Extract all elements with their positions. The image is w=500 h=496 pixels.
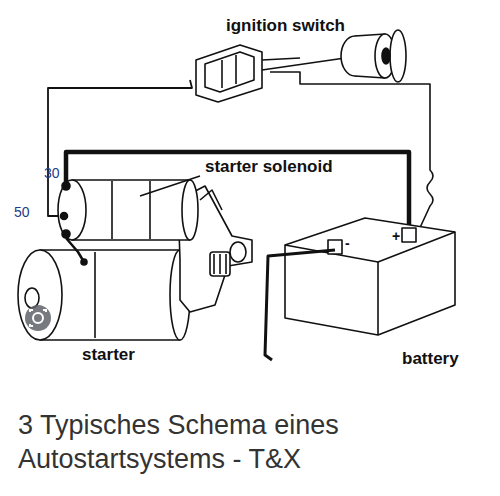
terminal-number: 30 (44, 166, 60, 180)
lens-icon (25, 305, 51, 331)
figure-caption: 3 Typisches Schema eines Autostartsystem… (18, 408, 488, 476)
terminal-sign: - (345, 236, 350, 250)
part-name: battery (402, 350, 459, 367)
part-name: starter (82, 346, 135, 363)
part-name: ignition switch (226, 17, 345, 34)
part-name: starter solenoid (205, 158, 333, 175)
terminal-number: 50 (14, 205, 30, 219)
terminal-sign: + (392, 229, 400, 243)
